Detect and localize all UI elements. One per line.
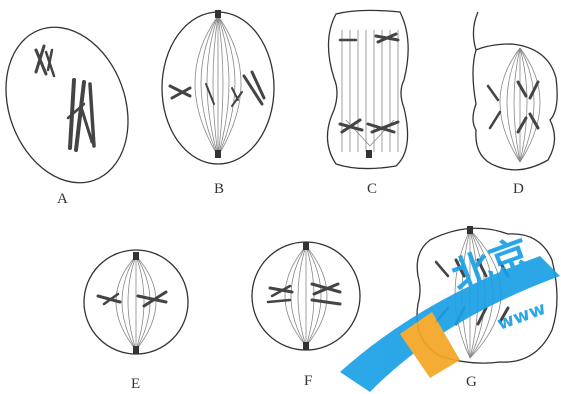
cell-d-membrane <box>473 12 557 170</box>
cell-e: E <box>84 250 188 392</box>
cell-a-chromosomes <box>36 46 94 150</box>
cell-d-chromosomes <box>488 82 538 132</box>
cell-f-label: F <box>304 373 312 389</box>
cell-d: D <box>473 12 557 197</box>
cell-b-label: B <box>214 181 224 197</box>
cell-c-spindle <box>342 30 398 152</box>
watermark-url-text: www <box>495 298 549 335</box>
cell-a: A <box>0 10 149 207</box>
cell-d-label: D <box>513 181 524 197</box>
cell-g-centriole <box>467 226 473 234</box>
cell-a-label: A <box>57 191 68 207</box>
cell-b-spindle <box>195 16 241 156</box>
cell-g-label: G <box>466 374 477 390</box>
cell-f-spindle <box>285 246 327 346</box>
cell-c-label: C <box>367 181 377 197</box>
cell-c: C <box>327 10 408 197</box>
cell-c-chromosomes <box>340 34 398 132</box>
watermark: 北京 www <box>340 231 560 392</box>
cell-f-chromosomes <box>268 284 340 304</box>
cell-d-spindle <box>500 48 540 162</box>
cell-b-chromosomes <box>170 72 264 106</box>
cell-e-label: E <box>131 376 140 392</box>
cell-c-centriole <box>366 150 372 158</box>
cell-f: F <box>252 242 360 389</box>
cell-b: B <box>162 10 274 197</box>
